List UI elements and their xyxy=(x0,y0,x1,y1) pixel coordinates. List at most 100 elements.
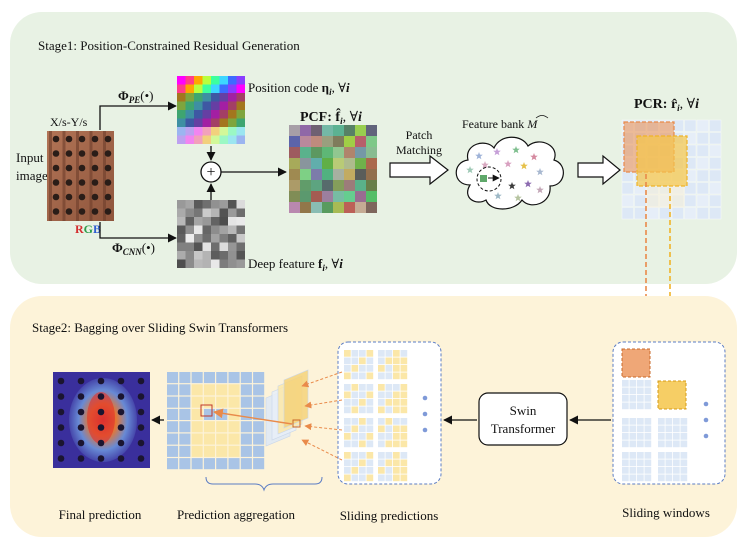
pcf-cell xyxy=(355,169,366,180)
sliding-window-cell xyxy=(665,433,673,440)
sliding-window-cell xyxy=(637,418,644,425)
feature-bank-star xyxy=(508,182,516,190)
pcr-cell xyxy=(621,207,634,220)
sliding-prediction-cell xyxy=(385,433,393,440)
pcr-cell xyxy=(696,207,709,220)
position-code-cell xyxy=(202,127,211,136)
rgb-r: R xyxy=(75,222,84,236)
sliding-prediction-cell xyxy=(393,459,400,467)
position-code-cell xyxy=(219,135,228,144)
pcf-cell xyxy=(300,202,311,213)
input-image-hole xyxy=(104,208,112,215)
deep-feature-cell xyxy=(228,225,237,234)
deep-feature-cell xyxy=(211,242,220,251)
feature-bank-star xyxy=(466,166,474,174)
sliding-prediction-cell xyxy=(351,474,359,482)
position-code-cell xyxy=(194,127,203,136)
pcf-cell xyxy=(344,169,355,180)
pcf-cell xyxy=(366,136,377,147)
sliding-prediction-cell xyxy=(378,365,385,372)
sliding-prediction-cell xyxy=(359,372,366,380)
sliding-window-cell xyxy=(629,387,637,395)
pcf-cell xyxy=(366,158,377,169)
input-image-groove xyxy=(62,131,66,221)
sliding-window-cell xyxy=(665,459,673,467)
sliding-prediction-cell xyxy=(400,459,408,467)
deep-feature-cell xyxy=(202,251,211,260)
sliding-window-cell xyxy=(637,395,644,402)
position-code-cell xyxy=(194,135,203,144)
pcr-cell xyxy=(709,169,722,182)
sliding-prediction-cell xyxy=(385,440,393,448)
final-prediction-hole xyxy=(77,377,85,385)
sliding-window-cell xyxy=(622,433,629,440)
sliding-prediction-cell xyxy=(385,459,393,467)
sliding-prediction-cell xyxy=(393,440,400,448)
deep-feature-cell xyxy=(202,225,211,234)
sliding-prediction-cell xyxy=(351,418,359,425)
sliding-prediction-cell xyxy=(378,399,385,406)
pcf-cell xyxy=(322,125,333,136)
input-image-label-line2: image xyxy=(16,168,48,183)
sliding-prediction-cell xyxy=(344,425,351,433)
final-prediction-hole xyxy=(77,439,85,447)
sliding-prediction-cell xyxy=(344,365,351,372)
sliding-prediction-cell xyxy=(351,391,359,399)
aggregation-cell xyxy=(167,384,179,396)
sliding-window-cell xyxy=(680,474,688,482)
position-code-cell xyxy=(228,84,237,93)
position-code-cell xyxy=(236,101,245,110)
sliding-prediction-cell xyxy=(359,452,366,459)
aggregation-cell xyxy=(191,384,203,396)
sliding-window-cell xyxy=(629,395,637,402)
pcr-cell xyxy=(621,194,634,207)
pcr-cell xyxy=(709,119,722,132)
position-code-cell xyxy=(219,110,228,119)
sliding-prediction-cell xyxy=(393,452,400,459)
sliding-prediction-cell xyxy=(359,440,366,448)
pcf-cell xyxy=(344,125,355,136)
aggregation-cell xyxy=(179,396,191,408)
position-code-cell xyxy=(228,135,237,144)
sliding-window-cell xyxy=(673,418,680,425)
sliding-window-cell xyxy=(665,474,673,482)
deep-feature-cell xyxy=(202,234,211,243)
pcf-cell xyxy=(311,125,322,136)
sliding-prediction-cell xyxy=(351,350,359,357)
position-code-cell xyxy=(228,118,237,127)
pcf-cell xyxy=(333,147,344,158)
aggregation-cell xyxy=(228,384,240,396)
pcf-cell xyxy=(300,158,311,169)
position-code-cell xyxy=(185,76,194,85)
aggregation-cell xyxy=(179,408,191,420)
swin-transformer-box[interactable] xyxy=(478,392,568,446)
aggregation-cell xyxy=(167,372,179,384)
sliding-prediction-cell xyxy=(378,391,385,399)
sliding-window-cell xyxy=(644,459,652,467)
sliding-prediction-cell xyxy=(385,357,393,365)
sliding-windows xyxy=(621,348,709,482)
deep-feature-cell xyxy=(194,200,203,209)
input-image-hole xyxy=(52,193,60,201)
aggregation-cell xyxy=(253,421,265,433)
deep-feature-cell xyxy=(236,242,245,251)
final-prediction-hole xyxy=(137,424,145,431)
pcf-cell xyxy=(344,191,355,202)
sliding-window-cell xyxy=(644,402,652,410)
final-prediction-hole xyxy=(137,393,145,400)
pcf-cell xyxy=(355,125,366,136)
sliding-window-yellow xyxy=(657,380,687,410)
final-prediction-hole xyxy=(97,424,105,431)
sliding-prediction-cell xyxy=(366,440,374,448)
deep-feature-cell xyxy=(185,200,194,209)
aggregation-cell xyxy=(191,372,203,384)
feature-bank-star xyxy=(520,162,528,170)
aggregation-cell xyxy=(216,445,228,457)
deep-feature-cell xyxy=(211,208,220,217)
pcf-cell xyxy=(333,125,344,136)
feature-bank-star xyxy=(512,146,520,154)
sliding-prediction-cell xyxy=(344,467,351,474)
sliding-predictions xyxy=(344,350,428,482)
aggregation-cell xyxy=(240,421,252,433)
position-code-cell xyxy=(185,101,194,110)
